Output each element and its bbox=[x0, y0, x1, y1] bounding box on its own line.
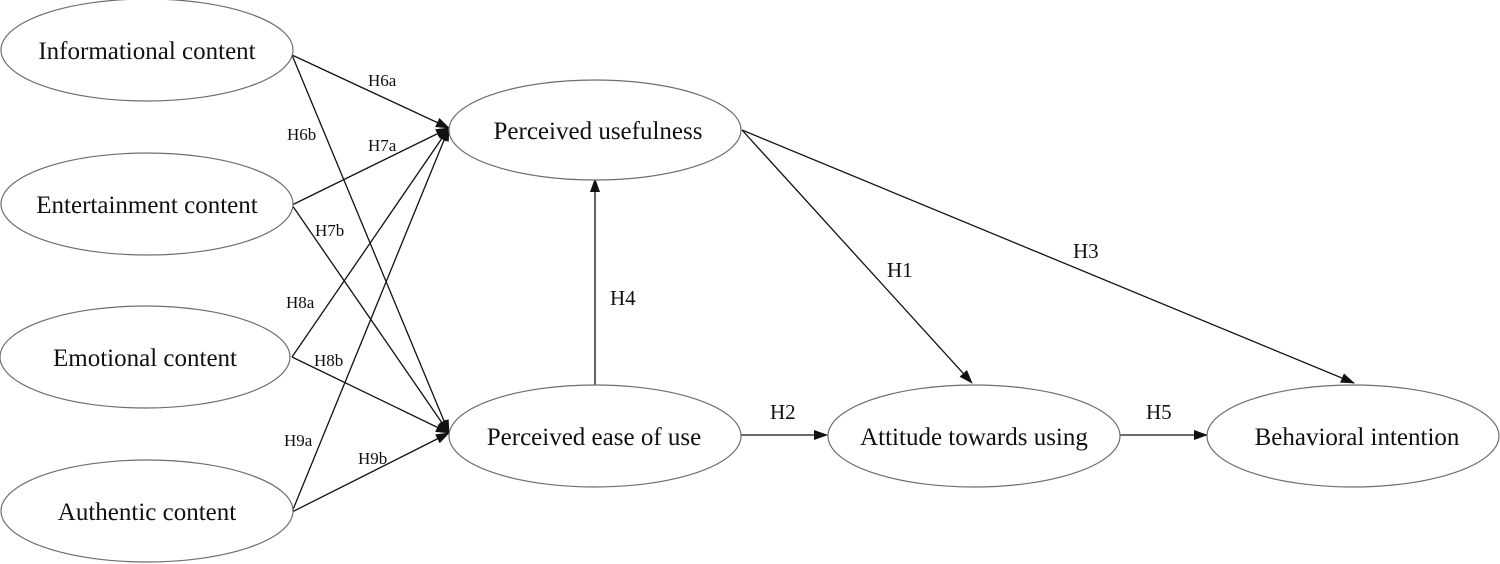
node-shape bbox=[1206, 384, 1500, 488]
node-informational-content: Informational content bbox=[0, 0, 294, 102]
node-label: Perceived usefulness bbox=[494, 118, 703, 145]
edge-informational-to-ease bbox=[291, 54, 450, 434]
node-label: Authentic content bbox=[58, 499, 236, 526]
edge-label-h1: H1 bbox=[887, 258, 913, 282]
edge-label-h2: H2 bbox=[770, 400, 796, 424]
node-label: Behavioral intention bbox=[1255, 424, 1460, 451]
node-attitude-towards-using: Attitude towards using bbox=[827, 384, 1121, 488]
node-shape bbox=[0, 459, 294, 563]
node-label: Perceived ease of use bbox=[487, 424, 701, 451]
edge-labels: H6a H6b H7a H7b H8a H8b H9a H9b H4 H1 H3… bbox=[284, 71, 1172, 468]
edge-informational-to-usefulness bbox=[291, 54, 450, 129]
node-label: Entertainment content bbox=[36, 192, 258, 219]
edge-label-h8b: H8b bbox=[314, 351, 343, 370]
edge-emotional-to-ease bbox=[291, 356, 450, 434]
edge-label-h6a: H6a bbox=[368, 71, 397, 90]
node-perceived-ease-of-use: Perceived ease of use bbox=[448, 384, 742, 488]
edge-emotional-to-usefulness bbox=[291, 127, 450, 358]
edge-label-h3: H3 bbox=[1073, 239, 1099, 263]
node-behavioral-intention: Behavioral intention bbox=[1206, 384, 1500, 488]
edge-label-h7b: H7b bbox=[315, 221, 344, 240]
node-label: Attitude towards using bbox=[860, 424, 1088, 451]
node-shape bbox=[448, 79, 742, 181]
edge-label-h5: H5 bbox=[1146, 400, 1172, 424]
edge-label-h6b: H6b bbox=[287, 125, 316, 144]
edge-label-h7a: H7a bbox=[368, 136, 397, 155]
edges bbox=[291, 54, 1355, 513]
node-shape bbox=[0, 152, 294, 256]
edge-authentic-to-ease bbox=[291, 432, 450, 513]
edge-label-h9a: H9a bbox=[284, 431, 313, 450]
edge-usefulness-to-attitude bbox=[741, 129, 973, 384]
node-shape bbox=[0, 0, 294, 102]
node-shape bbox=[448, 384, 742, 488]
edge-usefulness-to-intention bbox=[741, 129, 1355, 384]
node-authentic-content: Authentic content bbox=[0, 459, 294, 563]
node-label: Informational content bbox=[38, 38, 255, 65]
node-emotional-content: Emotional content bbox=[0, 305, 291, 409]
edge-label-h4: H4 bbox=[610, 286, 636, 310]
edge-entertainment-to-usefulness bbox=[291, 127, 450, 206]
edge-authentic-to-usefulness bbox=[291, 127, 450, 513]
node-label: Emotional content bbox=[53, 345, 237, 372]
edge-label-h8a: H8a bbox=[286, 293, 315, 312]
node-perceived-usefulness: Perceived usefulness bbox=[448, 79, 742, 181]
edge-label-h9b: H9b bbox=[358, 449, 387, 468]
node-entertainment-content: Entertainment content bbox=[0, 152, 294, 256]
node-shape bbox=[0, 305, 291, 409]
node-shape bbox=[827, 384, 1121, 488]
